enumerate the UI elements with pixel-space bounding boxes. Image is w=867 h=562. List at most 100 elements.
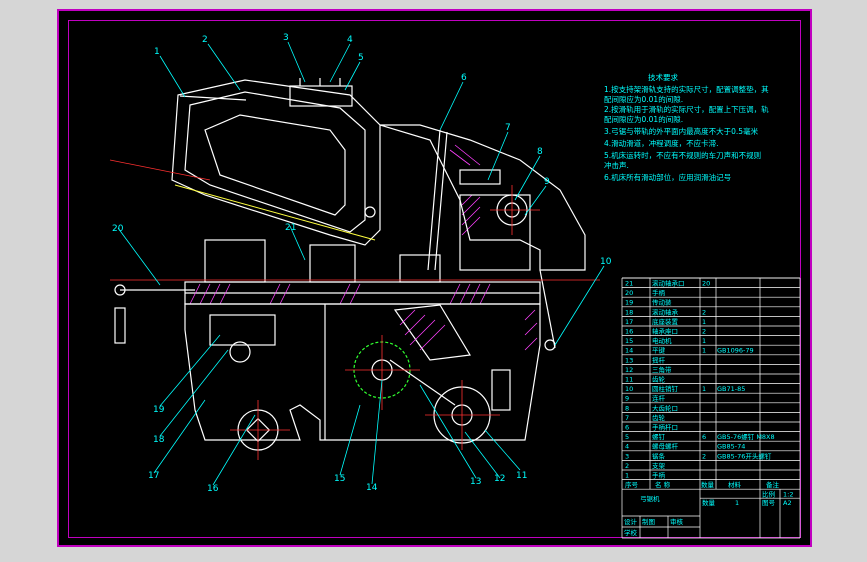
parts-row-name: 传动装 bbox=[652, 298, 672, 307]
parts-row-name: 手柄 bbox=[652, 288, 666, 297]
parts-row-name: 螺母螺杆 bbox=[652, 442, 679, 451]
note-line: 6.机床所有滑动部位，应用润滑油记号 bbox=[604, 172, 731, 182]
parts-row-name: 大齿轮口 bbox=[652, 403, 678, 412]
parts-row-name: 支架 bbox=[652, 461, 666, 470]
parts-row-no: 8 bbox=[625, 404, 629, 412]
title-sheet-label: 图号 bbox=[762, 499, 776, 507]
part-label-11: 11 bbox=[516, 471, 527, 481]
parts-row-qty: 2 bbox=[702, 328, 706, 336]
title-designer-label: 设计 bbox=[624, 517, 638, 526]
parts-row-std: GB1096-79 bbox=[717, 347, 754, 355]
part-label-12: 12 bbox=[494, 474, 505, 484]
part-label-1: 1 bbox=[154, 47, 160, 57]
saw-blade bbox=[174, 184, 376, 241]
base-frame bbox=[184, 303, 541, 451]
parts-row-name: 齿轮 bbox=[652, 413, 666, 422]
parts-row-qty: 6 bbox=[702, 433, 706, 441]
note-line: 冲击声. bbox=[604, 160, 629, 170]
gear-housing bbox=[379, 124, 586, 271]
parts-header-note: 备注 bbox=[766, 480, 780, 489]
parts-row-no: 14 bbox=[625, 347, 633, 355]
note-line: 1.按支持架滑轨支持的实际尺寸，配置调整垫，其 bbox=[604, 84, 769, 94]
note-line: 2.按滑轨用于滑轨的实际尺寸，配置上下压调，轨 bbox=[604, 104, 769, 114]
parts-row-qty: 1 bbox=[702, 347, 706, 355]
parts-row-name: 电动机 bbox=[652, 336, 672, 345]
parts-row-std: GB5-76螺钉 M8X8 bbox=[717, 432, 775, 441]
parts-row-no: 7 bbox=[625, 414, 629, 422]
part-label-6: 6 bbox=[461, 73, 467, 83]
parts-row-name: 手柄杆口 bbox=[652, 423, 678, 432]
parts-row-no: 21 bbox=[625, 280, 633, 288]
parts-row-name: 螺钉 bbox=[652, 432, 666, 441]
parts-row-name: 三角带 bbox=[652, 365, 672, 374]
parts-row-std: GB85-76开头螺钉 bbox=[717, 451, 772, 460]
part-label-10: 10 bbox=[600, 257, 612, 267]
title-checker: 审核 bbox=[670, 517, 684, 526]
note-line: 3.弓锯与带轨的外平面内最高度不大于0.5毫米 bbox=[604, 126, 759, 136]
parts-row-name: 摇杆 bbox=[652, 355, 666, 364]
part-label-18: 18 bbox=[153, 435, 165, 445]
saw-bow-arm bbox=[171, 78, 381, 246]
parts-row-no: 17 bbox=[625, 318, 633, 326]
part-label-14: 14 bbox=[366, 483, 378, 493]
parts-row-no: 4 bbox=[625, 443, 629, 451]
parts-row-std: GB71-85 bbox=[717, 385, 745, 393]
part-label-4: 4 bbox=[347, 35, 353, 45]
parts-header-no: 序号 bbox=[625, 480, 639, 489]
parts-row-no: 10 bbox=[625, 385, 633, 393]
title-weight-label: 数量 bbox=[702, 498, 716, 507]
parts-row-no: 12 bbox=[625, 366, 633, 374]
parts-row-no: 6 bbox=[625, 424, 629, 432]
parts-row-no: 15 bbox=[625, 337, 633, 345]
title-name: 弓锯机 bbox=[640, 494, 660, 503]
part-label-8: 8 bbox=[537, 147, 543, 157]
note-line: 配间隙应为0.01的间隙. bbox=[604, 94, 683, 104]
center-lines bbox=[109, 159, 600, 460]
title-scale: 1:2 bbox=[783, 491, 793, 499]
parts-row-no: 18 bbox=[625, 308, 633, 316]
parts-row-no: 5 bbox=[625, 433, 629, 441]
part-label-7: 7 bbox=[505, 123, 511, 133]
part-label-3: 3 bbox=[283, 33, 289, 43]
parts-header-qty: 数量 bbox=[701, 480, 715, 489]
note-line: 4.滑动滑道，冲程调度，不应卡滞. bbox=[604, 138, 719, 148]
title-scale-label: 比例 bbox=[762, 490, 775, 499]
title-weight: 1 bbox=[735, 499, 739, 507]
parts-row-qty: 1 bbox=[702, 385, 706, 393]
part-label-5: 5 bbox=[358, 53, 364, 63]
base-hatch bbox=[399, 309, 538, 351]
leader-lines bbox=[117, 41, 605, 486]
parts-row-no: 1 bbox=[625, 472, 629, 480]
parts-row-qty: 20 bbox=[702, 280, 710, 288]
part-label-15: 15 bbox=[334, 474, 345, 484]
parts-row-no: 20 bbox=[625, 289, 633, 297]
part-label-2: 2 bbox=[202, 35, 208, 45]
parts-row-no: 9 bbox=[625, 395, 629, 403]
parts-row-name: 平键 bbox=[652, 346, 666, 355]
parts-header-name: 名 称 bbox=[655, 480, 671, 489]
parts-row-name: 齿轮 bbox=[652, 375, 666, 384]
note-line: 配间隙应为0.01的间隙. bbox=[604, 114, 683, 124]
parts-row-no: 2 bbox=[625, 462, 629, 470]
parts-row-name: 圆柱销钉 bbox=[652, 384, 679, 393]
parts-row-qty: 1 bbox=[702, 337, 706, 345]
parts-row-no: 16 bbox=[625, 328, 633, 336]
title-sheet: A2 bbox=[783, 499, 792, 507]
title-designer: 制图 bbox=[642, 517, 655, 526]
parts-row-name: 手柄 bbox=[652, 471, 666, 480]
part-label-9: 9 bbox=[544, 177, 550, 187]
table-top bbox=[184, 239, 541, 305]
parts-row-name: 滚动轴承口 bbox=[652, 279, 685, 288]
part-label-17: 17 bbox=[148, 471, 159, 481]
parts-row-no: 13 bbox=[625, 356, 633, 364]
part-label-16: 16 bbox=[207, 484, 219, 494]
hatch-sections bbox=[189, 144, 491, 305]
parts-row-no: 19 bbox=[625, 299, 633, 307]
part-label-19: 19 bbox=[153, 405, 165, 415]
parts-row-name: 轴承座口 bbox=[652, 327, 678, 336]
parts-row-qty: 2 bbox=[702, 308, 706, 316]
parts-row-name: 滚动轴承 bbox=[652, 307, 679, 316]
technical-notes: 技术要求 1.按支持架滑轨支持的实际尺寸，配置调整垫，其 配间隙应为0.01的间… bbox=[604, 72, 769, 182]
parts-row-qty: 2 bbox=[702, 452, 706, 460]
